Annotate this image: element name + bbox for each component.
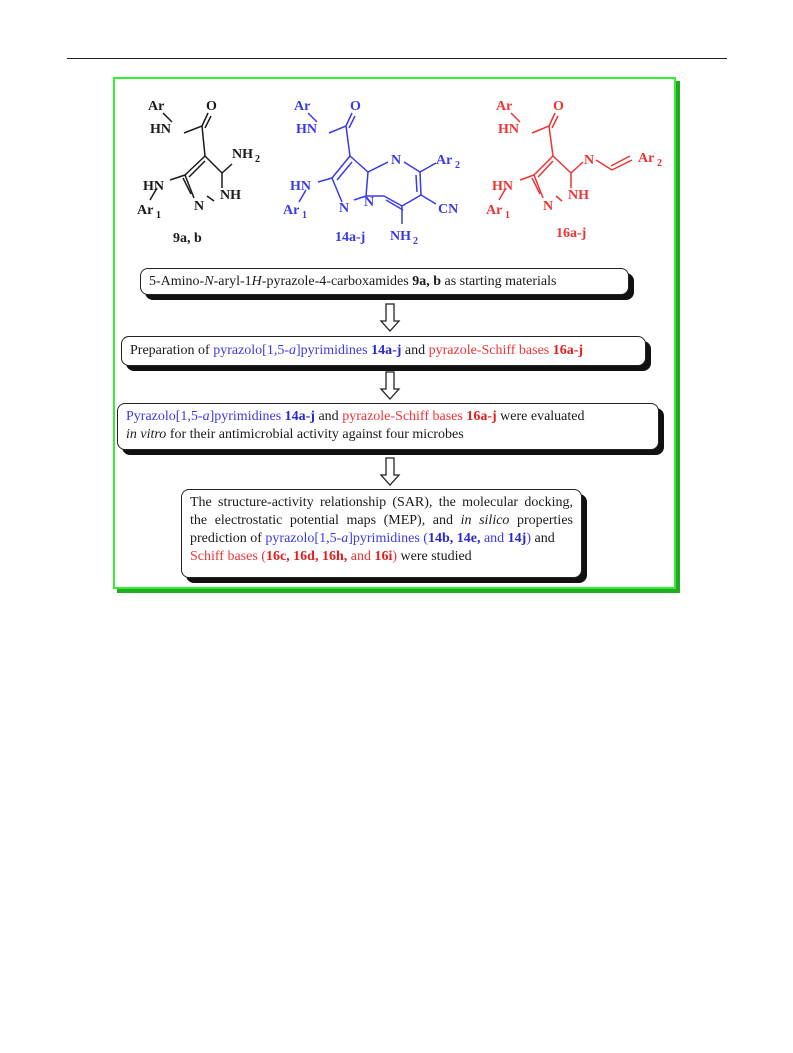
atom-n-14b: N bbox=[339, 201, 349, 216]
atom-nh2-sub-9: 2 bbox=[255, 154, 260, 165]
structure-14 bbox=[298, 112, 437, 224]
atom-hn2-16: HN bbox=[492, 179, 513, 194]
step3-text: were evaluated bbox=[496, 409, 585, 424]
atom-nh-9: NH bbox=[220, 188, 241, 203]
structure-16 bbox=[498, 112, 633, 202]
step4-blue: pyrazolo[1,5- bbox=[265, 531, 342, 546]
step1-italic-n: N bbox=[204, 274, 214, 289]
atom-nh-16: NH bbox=[568, 188, 589, 203]
step3-blue: Pyrazolo[1,5- bbox=[126, 409, 203, 424]
step-box-starting-materials: 5-Amino-N-aryl-1H-pyrazole-4-carboxamide… bbox=[140, 268, 629, 295]
step4-bold-red: 16c, 16d, 16h, bbox=[265, 549, 348, 564]
step1-text: 5-Amino- bbox=[149, 274, 205, 289]
step4-bold-blue: 14j bbox=[507, 531, 527, 546]
down-arrow-3 bbox=[379, 457, 401, 486]
step3-text: and bbox=[314, 409, 343, 424]
atom-ar1-sub-9: 1 bbox=[156, 210, 161, 221]
atom-hn2-9: HN bbox=[143, 179, 164, 194]
step2-blue-italic: a bbox=[289, 343, 297, 358]
step4-text: were studied bbox=[397, 549, 472, 564]
step1-text: -pyrazole-4-carboxamides bbox=[261, 274, 413, 289]
atom-n-16a: N bbox=[584, 153, 594, 168]
atom-ar-16: Ar bbox=[496, 99, 512, 114]
atom-hn-14: HN bbox=[296, 122, 317, 137]
step1-text: -aryl-1 bbox=[213, 274, 252, 289]
atom-nh2-14: NH bbox=[390, 229, 411, 244]
step2-blue: pyrazolo[1,5- bbox=[213, 343, 290, 358]
atom-nh2-sub-14: 2 bbox=[413, 236, 418, 247]
step3-red: pyrazole-Schiff bases bbox=[342, 409, 467, 424]
compound-label-9: 9a, b bbox=[173, 231, 202, 246]
step4-blue: ) bbox=[526, 531, 532, 546]
atom-n-14a: N bbox=[391, 153, 401, 168]
step4-red: ) bbox=[392, 549, 398, 564]
atom-ar2-14: Ar bbox=[436, 153, 452, 168]
step4-bold-blue: 14b, 14e, bbox=[427, 531, 481, 546]
atom-hn-9: HN bbox=[150, 122, 171, 137]
atom-n-14c: N bbox=[364, 195, 374, 210]
step3-text: for their antimicrobial activity against… bbox=[166, 427, 464, 442]
step3-bold-blue: 14a-j bbox=[284, 409, 315, 424]
atom-o-14: O bbox=[350, 99, 361, 114]
atom-o-9: O bbox=[206, 99, 217, 114]
atom-ar-14: Ar bbox=[294, 99, 310, 114]
step2-red: pyrazole-Schiff bases bbox=[428, 343, 553, 358]
step4-blue-italic: a bbox=[341, 531, 349, 546]
atom-ar2-sub-14: 2 bbox=[455, 160, 460, 171]
atom-ar1-16: Ar bbox=[486, 203, 502, 218]
header-rule bbox=[67, 58, 727, 59]
step-box-preparation: Preparation of pyrazolo[1,5-a]pyrimidine… bbox=[121, 336, 646, 366]
step2-blue: ]pyrimidines bbox=[296, 343, 372, 358]
step3-blue-italic: a bbox=[202, 409, 210, 424]
step1-bold: 9a, b bbox=[412, 274, 442, 289]
atom-ar1-sub-16: 1 bbox=[505, 210, 510, 221]
step3-bold-red: 16a-j bbox=[466, 409, 497, 424]
atom-o-16: O bbox=[553, 99, 564, 114]
atom-ar2-sub-16: 2 bbox=[657, 158, 662, 169]
step1-italic-h: H bbox=[251, 274, 262, 289]
down-arrow-2 bbox=[379, 371, 401, 400]
step2-text: Preparation of bbox=[130, 343, 214, 358]
step3-blue: ]pyrimidines bbox=[209, 409, 285, 424]
compound-label-16: 16a-j bbox=[556, 226, 587, 241]
atom-hn2-14: HN bbox=[290, 179, 311, 194]
step1-text: as starting materials bbox=[441, 274, 557, 289]
step4-italic: in silico bbox=[460, 513, 510, 528]
step4-text: properties prediction of bbox=[190, 513, 573, 546]
step4-blue: and bbox=[480, 531, 508, 546]
step4-text: and bbox=[531, 531, 555, 546]
step3-italic: in vitro bbox=[126, 427, 167, 442]
atom-ar2-16: Ar bbox=[638, 151, 654, 166]
atom-nh2-9: NH bbox=[232, 147, 253, 162]
step4-red: Schiff bases ( bbox=[190, 549, 266, 564]
atom-ar-9: Ar bbox=[148, 99, 164, 114]
atom-n-9: N bbox=[194, 199, 204, 214]
atom-n-16b: N bbox=[543, 199, 553, 214]
step2-text: and bbox=[401, 343, 429, 358]
structure-9 bbox=[149, 112, 233, 202]
step4-blue: ]pyrimidines ( bbox=[348, 531, 428, 546]
step4-red: and bbox=[347, 549, 375, 564]
step2-bold-red: 16a-j bbox=[552, 343, 584, 358]
down-arrow-1 bbox=[379, 303, 401, 332]
step-box-evaluation: Pyrazolo[1,5-a]pyrimidines 14a-j and pyr… bbox=[117, 403, 659, 450]
atom-hn-16: HN bbox=[498, 122, 519, 137]
compound-label-14: 14a-j bbox=[335, 230, 366, 245]
atom-cn-14: CN bbox=[438, 202, 458, 217]
atom-ar1-14: Ar bbox=[283, 203, 299, 218]
step4-text: The structure-activity relationship (SAR… bbox=[190, 495, 573, 528]
atom-ar1-9: Ar bbox=[137, 203, 153, 218]
step2-bold-blue: 14a-j bbox=[371, 343, 402, 358]
step4-bold-red: 16i bbox=[374, 549, 393, 564]
step-box-studies: The structure-activity relationship (SAR… bbox=[181, 489, 582, 578]
atom-ar1-sub-14: 1 bbox=[302, 210, 307, 221]
